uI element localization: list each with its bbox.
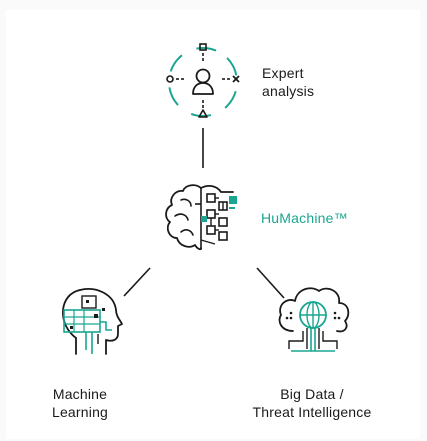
- humachine-label: HuMachine™: [261, 210, 348, 226]
- big-data-label-line2: Threat Intelligence: [252, 404, 372, 420]
- machine-learning-label-line1: Machine: [52, 386, 108, 402]
- big-data-label: Big Data / Threat Intelligence: [232, 385, 392, 421]
- machine-learning-head-icon: [62, 288, 123, 355]
- expert-analysis-label: Expert analysis: [262, 64, 314, 100]
- machine-learning-label-line2: Learning: [51, 404, 109, 420]
- cloud-globe-icon: [278, 287, 350, 352]
- expert-analysis-label-line2: analysis: [262, 83, 315, 99]
- connector-humachine-bigdata: [256, 267, 285, 299]
- brain-circuit-icon: [165, 184, 237, 251]
- diagram-panel: [6, 10, 420, 439]
- big-data-label-line1: Big Data /: [280, 386, 344, 402]
- connector-humachine-ml: [123, 267, 151, 297]
- expert-analysis-icon: [166, 43, 240, 118]
- expert-analysis-label-line1: Expert: [262, 65, 304, 81]
- machine-learning-label: Machine Learning: [30, 385, 130, 421]
